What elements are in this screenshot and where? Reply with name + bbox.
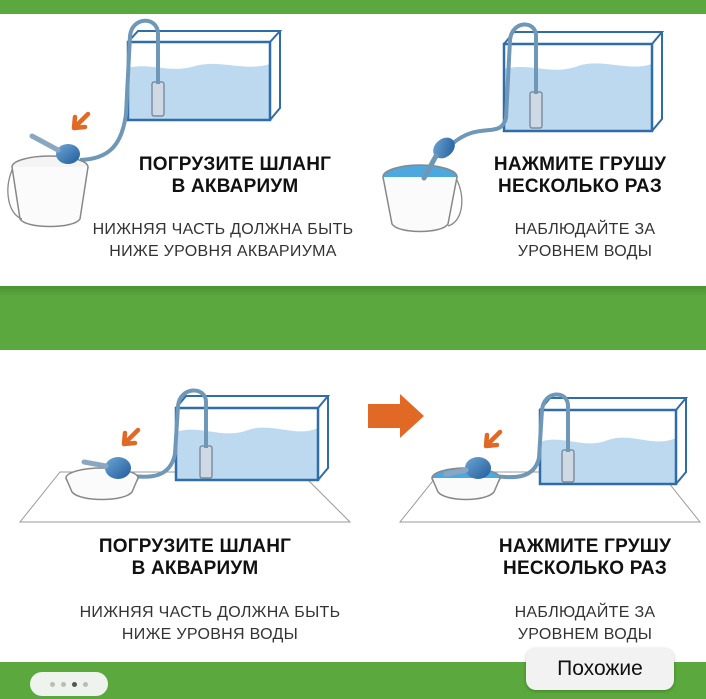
step3-note-line2: НИЖЕ УРОВНЯ ВОДЫ: [121, 626, 299, 643]
pager-dot[interactable]: [61, 681, 66, 687]
bowl-2: [431, 467, 501, 501]
step2-title: НАЖМИТЕ ГРУШУ НЕСКОЛЬКО РАЗ: [470, 154, 690, 198]
aquarium-tank-4: [538, 397, 689, 486]
step4-illustration: [398, 392, 702, 523]
step1-title-line1: ПОГРУЗИТЕ ШЛАНГ: [138, 154, 332, 175]
step4-note-line1: НАБЛЮДАЙТЕ ЗА: [514, 604, 656, 621]
step3-title: ПОГРУЗИТЕ ШЛАНГ В АКВАРИУМ: [60, 536, 330, 580]
step2-note-line2: УРОВНЕМ ВОДЫ: [517, 243, 653, 260]
step1-note-line1: НИЖНЯЯ ЧАСТЬ ДОЛЖНА БЫТЬ: [92, 221, 354, 238]
section-divider: [0, 286, 706, 296]
arrow-indicator-3: [121, 427, 141, 447]
pager-dot[interactable]: [83, 681, 88, 687]
image-pager[interactable]: [30, 672, 108, 696]
step3-note: НИЖНЯЯ ЧАСТЬ ДОЛЖНА БЫТЬ НИЖЕ УРОВНЯ ВОД…: [40, 602, 380, 646]
instruction-panel-top: ПОГРУЗИТЕ ШЛАНГ В АКВАРИУМ НИЖНЯЯ ЧАСТЬ …: [0, 14, 706, 286]
aquarium-tank-2: [502, 31, 665, 133]
step2-illustration: [382, 22, 665, 233]
aquarium-tank-3: [174, 395, 331, 482]
step1-title-line2: В АКВАРИУМ: [171, 176, 299, 197]
step4-title-line2: НЕСКОЛЬКО РАЗ: [503, 558, 667, 579]
hose-4: [493, 392, 570, 480]
bucket-1: [7, 155, 89, 228]
instruction-panel-bottom: ПОГРУЗИТЕ ШЛАНГ В АКВАРИУМ НИЖНЯЯ ЧАСТЬ …: [0, 350, 706, 662]
step2-title-line2: НЕСКОЛЬКО РАЗ: [498, 176, 662, 197]
arrow-indicator-1: [71, 111, 91, 131]
similar-button[interactable]: Похожие: [526, 648, 674, 690]
step2-note-line1: НАБЛЮДАЙТЕ ЗА: [514, 221, 656, 238]
illustration-bottom: [18, 388, 702, 523]
step1-note-line2: НИЖЕ УРОВНЯ АКВАРИУМА: [109, 243, 337, 260]
bucket-2: [382, 164, 463, 233]
tube-end-1: [29, 133, 61, 153]
pump-bulb-4: [465, 457, 491, 479]
step1-note: НИЖНЯЯ ЧАСТЬ ДОЛЖНА БЫТЬ НИЖЕ УРОВНЯ АКВ…: [58, 219, 388, 263]
hose-2: [450, 22, 538, 146]
aquarium-tank-1: [126, 30, 283, 122]
step2-title-line1: НАЖМИТЕ ГРУШУ: [493, 154, 667, 175]
pager-dot[interactable]: [72, 681, 77, 687]
step4-note: НАБЛЮДАЙТЕ ЗА УРОВНЕМ ВОДЫ: [480, 602, 690, 646]
tube-end-3: [81, 459, 109, 469]
step3-note-line1: НИЖНЯЯ ЧАСТЬ ДОЛЖНА БЫТЬ: [79, 604, 341, 621]
step3-title-line1: ПОГРУЗИТЕ ШЛАНГ: [98, 536, 292, 557]
step1-title: ПОГРУЗИТЕ ШЛАНГ В АКВАРИУМ: [110, 154, 360, 198]
next-step-arrow: [368, 394, 424, 438]
pump-bulb-3: [105, 457, 131, 479]
pager-dot[interactable]: [50, 681, 55, 687]
step2-note: НАБЛЮДАЙТЕ ЗА УРОВНЕМ ВОДЫ: [480, 219, 690, 263]
pump-bulb-2: [433, 137, 455, 159]
arrow-indicator-4: [483, 429, 503, 449]
pump-bulb-1: [56, 144, 80, 164]
tube-end-2: [421, 153, 439, 181]
step4-note-line2: УРОВНЕМ ВОДЫ: [517, 626, 653, 643]
step4-title: НАЖМИТЕ ГРУШУ НЕСКОЛЬКО РАЗ: [470, 536, 700, 580]
hose-1: [79, 18, 160, 162]
hose-3: [131, 388, 208, 479]
step1-illustration: [7, 18, 283, 228]
step3-title-line2: В АКВАРИУМ: [131, 558, 259, 579]
tube-end-4: [443, 467, 469, 477]
illustration-top: [7, 18, 665, 233]
step4-title-line1: НАЖМИТЕ ГРУШУ: [498, 536, 672, 557]
step3-illustration: [18, 388, 352, 523]
